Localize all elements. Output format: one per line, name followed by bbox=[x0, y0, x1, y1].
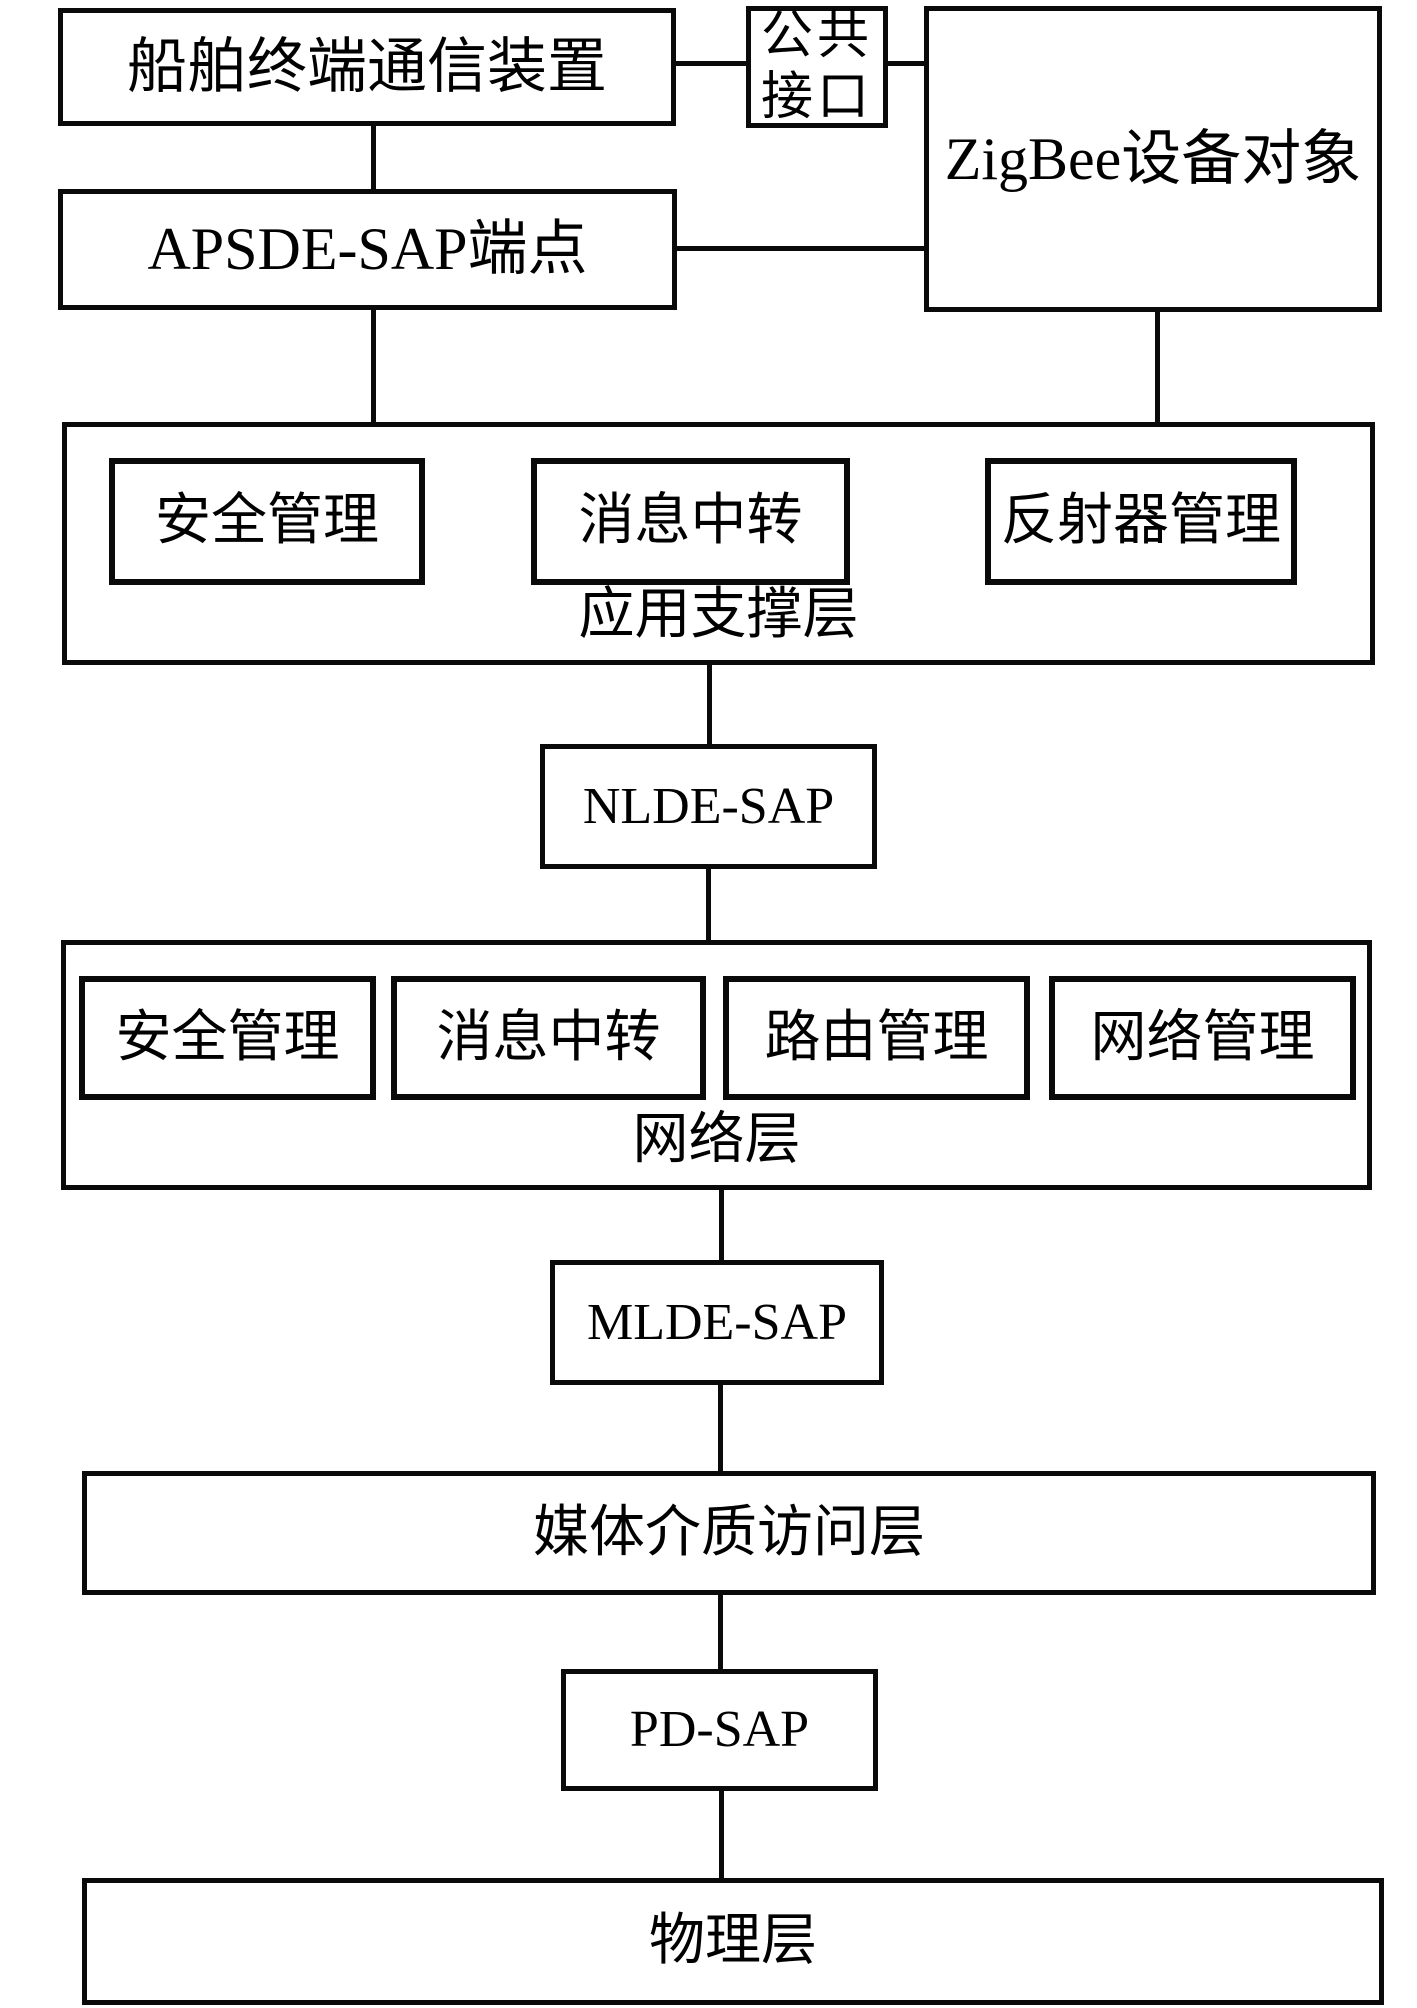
layer-physical-label: 物理层 bbox=[649, 1910, 817, 1973]
connector-apsde-to-zigbee bbox=[675, 246, 926, 251]
node-apsde-sap-endpoint: APSDE-SAP端点 bbox=[58, 189, 677, 310]
layer-media-access: 媒体介质访问层 bbox=[82, 1471, 1376, 1595]
node-mlde-sap: MLDE-SAP bbox=[550, 1260, 884, 1385]
node-pd-sap-label: PD-SAP bbox=[629, 1701, 810, 1759]
layer-application-support-label: 应用支撑层 bbox=[578, 584, 859, 646]
module-aps-security-management: 安全管理 bbox=[109, 458, 425, 585]
connector-network-layer-to-mlde-sap bbox=[719, 1188, 724, 1261]
module-net-routing-management-label: 路由管理 bbox=[764, 1006, 989, 1069]
connector-aps-layer-to-nlde-sap bbox=[707, 663, 712, 745]
layer-media-access-label: 媒体介质访问层 bbox=[533, 1501, 925, 1564]
node-ship-terminal: 船舶终端通信装置 bbox=[58, 8, 676, 126]
node-apsde-sap-endpoint-label: APSDE-SAP端点 bbox=[147, 216, 588, 282]
layer-application-support: 安全管理 消息中转 反射器管理 应用支撑层 bbox=[62, 422, 1375, 665]
module-aps-reflector-management-label: 反射器管理 bbox=[1001, 490, 1281, 553]
connector-nlde-sap-to-network-layer bbox=[706, 867, 711, 941]
layer-network: 安全管理 消息中转 路由管理 网络管理 网络层 bbox=[61, 940, 1372, 1190]
connector-public-interface-to-zigbee bbox=[886, 61, 926, 66]
module-aps-message-relay-label: 消息中转 bbox=[578, 490, 803, 553]
node-ship-terminal-label: 船舶终端通信装置 bbox=[127, 33, 607, 100]
module-net-network-management: 网络管理 bbox=[1049, 976, 1356, 1100]
module-net-security-management: 安全管理 bbox=[79, 976, 376, 1100]
node-pd-sap: PD-SAP bbox=[561, 1669, 878, 1791]
module-net-message-relay: 消息中转 bbox=[391, 976, 706, 1100]
connector-apsde-to-aps-layer bbox=[371, 308, 376, 424]
module-net-routing-management: 路由管理 bbox=[723, 976, 1030, 1100]
node-nlde-sap: NLDE-SAP bbox=[540, 744, 877, 869]
node-nlde-sap-label: NLDE-SAP bbox=[582, 777, 835, 835]
module-aps-message-relay: 消息中转 bbox=[531, 458, 850, 585]
connector-pd-sap-to-physical-layer bbox=[719, 1789, 724, 1879]
connector-ship-to-public-interface bbox=[674, 61, 748, 66]
node-zigbee-device-object: ZigBee设备对象 bbox=[924, 6, 1382, 312]
node-public-interface-label: 公共接口 bbox=[760, 7, 873, 126]
layer-network-label: 网络层 bbox=[632, 1109, 801, 1171]
module-aps-reflector-management: 反射器管理 bbox=[985, 458, 1297, 585]
connector-mac-layer-to-pd-sap bbox=[718, 1593, 723, 1670]
node-public-interface: 公共接口 bbox=[746, 6, 888, 128]
connector-zigbee-to-aps-layer bbox=[1155, 310, 1160, 424]
module-aps-security-management-label: 安全管理 bbox=[155, 490, 379, 553]
connector-mlde-sap-to-mac-layer bbox=[718, 1383, 723, 1472]
module-net-security-management-label: 安全管理 bbox=[115, 1006, 340, 1069]
module-net-network-management-label: 网络管理 bbox=[1090, 1006, 1315, 1069]
node-zigbee-device-object-label: ZigBee设备对象 bbox=[944, 125, 1362, 192]
node-mlde-sap-label: MLDE-SAP bbox=[586, 1293, 848, 1351]
layer-physical: 物理层 bbox=[82, 1878, 1384, 2005]
module-net-message-relay-label: 消息中转 bbox=[436, 1006, 661, 1069]
connector-ship-to-apsde bbox=[371, 124, 376, 191]
